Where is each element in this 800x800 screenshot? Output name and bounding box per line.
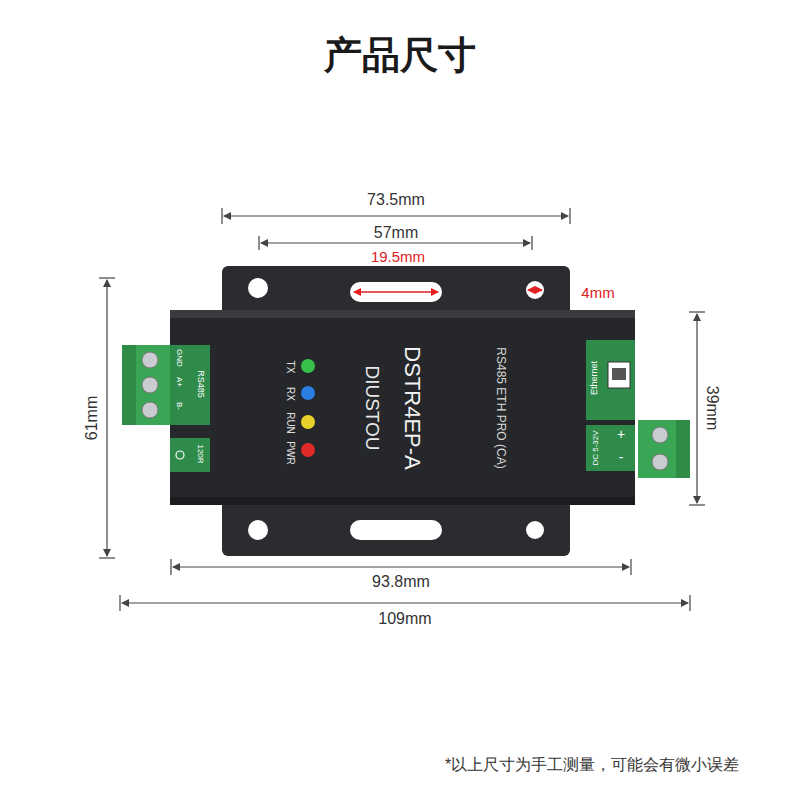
dimension: 4mm bbox=[581, 285, 614, 302]
dimension: 73.5mm bbox=[367, 191, 425, 209]
model-number: DSTR4EP-A bbox=[400, 346, 424, 469]
device-housing: DIUSTOU DSTR4EP-A RS485 ETH PRO (CA) bbox=[170, 310, 635, 505]
product-line: RS485 ETH PRO (CA) bbox=[493, 347, 506, 468]
port-name: RS485 bbox=[195, 370, 205, 398]
polarity-mark: + bbox=[617, 427, 625, 442]
dimension: 93.8mm bbox=[372, 573, 430, 591]
dimension: 57mm bbox=[374, 224, 418, 242]
port-name: Ethernet bbox=[590, 361, 600, 395]
led-label: RX bbox=[285, 387, 296, 401]
pin-name: A+ bbox=[175, 377, 184, 387]
power-spec: DC 5-32V bbox=[592, 430, 601, 465]
brand-name: DIUSTOU bbox=[362, 365, 383, 450]
pin-name: B- bbox=[175, 402, 184, 410]
dimension: 109mm bbox=[378, 610, 431, 628]
led-label: TX bbox=[285, 361, 296, 374]
page-title: 产品尺寸 bbox=[324, 35, 476, 77]
led-label: PWR bbox=[285, 441, 296, 464]
dimension: 61mm bbox=[83, 396, 101, 440]
pin-name: GND bbox=[175, 349, 184, 367]
measurement-note: *以上尺寸为手工测量，可能会有微小误差 bbox=[445, 756, 739, 774]
polarity-mark: - bbox=[619, 450, 624, 465]
dimension: 39mm bbox=[703, 386, 721, 430]
terminator-name: 120R bbox=[196, 444, 205, 463]
led-label: RUN bbox=[285, 412, 296, 434]
dimension: 19.5mm bbox=[371, 249, 425, 266]
